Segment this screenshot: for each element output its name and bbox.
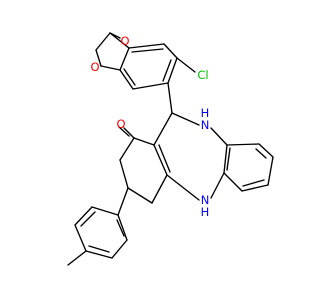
bond-49 — [67, 250, 87, 266]
atom-oxygen-dioxole-bottom: O — [90, 60, 99, 74]
bond-35 — [127, 187, 153, 204]
bond-12 — [95, 32, 111, 51]
atom-nitrogen-bottom: N — [201, 193, 210, 207]
bond-43 — [85, 250, 113, 259]
bond-41 — [74, 206, 93, 226]
bond-4 — [132, 82, 169, 90]
bond-25 — [258, 143, 274, 158]
bond-47 — [88, 245, 110, 253]
bond-8 — [162, 59, 172, 82]
bond-39 — [117, 187, 129, 216]
bond-31 — [226, 147, 231, 171]
bond-34 — [119, 159, 129, 189]
bond-18 — [223, 144, 228, 174]
bond-42 — [74, 224, 87, 252]
bond-26 — [267, 156, 274, 186]
bond-13 — [109, 32, 121, 39]
bond-37 — [123, 127, 135, 139]
bond-19 — [210, 172, 225, 199]
bond-32 — [133, 137, 155, 146]
bond-36 — [151, 174, 168, 204]
bond-9 — [123, 68, 136, 86]
chemical-structure-diagram: O O Cl O N H N H — [67, 32, 274, 266]
bond-6 — [119, 47, 130, 71]
atom-nitrogen-top: N — [201, 118, 210, 132]
bond-27 — [241, 184, 269, 192]
bond-33 — [119, 137, 135, 161]
bond-layer — [67, 32, 274, 266]
atom-chlorine: Cl — [197, 68, 208, 82]
bond-38 — [118, 126, 130, 137]
bond-10 — [100, 65, 121, 71]
bond-20 — [166, 174, 200, 201]
bond-5 — [119, 69, 134, 90]
bond-0 — [109, 32, 130, 49]
bond-30 — [242, 179, 265, 187]
bond-7 — [131, 48, 164, 53]
bond-11 — [95, 49, 102, 67]
bond-14 — [176, 57, 196, 73]
bond-21 — [153, 144, 168, 176]
bond-45 — [117, 214, 128, 241]
bond-44 — [111, 239, 128, 259]
molecule-canvas: O O Cl O N H N H — [67, 32, 274, 266]
bond-40 — [91, 206, 119, 216]
bond-16 — [171, 112, 200, 126]
atom-oxygen-ketone: O — [116, 117, 125, 131]
bond-3 — [167, 57, 178, 84]
atom-hydrogen-top: H — [201, 106, 210, 120]
bond-48 — [116, 219, 125, 237]
bond-17 — [210, 127, 228, 146]
bond-46 — [80, 211, 96, 227]
bond-24 — [226, 143, 260, 146]
bond-29 — [255, 148, 267, 159]
atom-oxygen-dioxole-top: O — [120, 34, 129, 48]
bond-23 — [158, 144, 171, 173]
bond-2 — [163, 43, 178, 59]
bond-28 — [223, 172, 243, 192]
bond-15 — [167, 82, 173, 114]
bond-22 — [153, 112, 173, 146]
atom-hydrogen-bottom: H — [201, 205, 210, 219]
bond-1 — [128, 43, 165, 49]
